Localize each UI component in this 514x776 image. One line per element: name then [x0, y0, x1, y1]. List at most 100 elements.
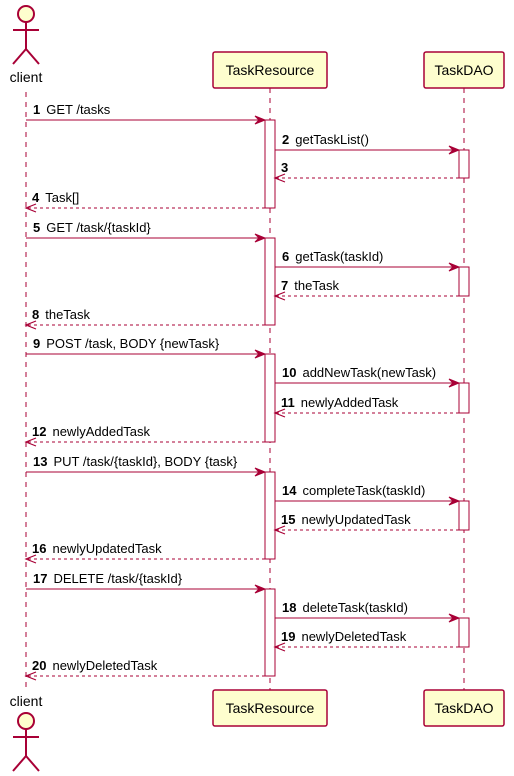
message-label: 13 PUT /task/{taskId}, BODY {task} [33, 454, 238, 469]
message-arrowhead [254, 349, 267, 359]
message-text: completeTask(taskId) [302, 483, 425, 498]
participant-dao-bottom: TaskDAO [423, 689, 505, 727]
message-arrowhead [448, 145, 461, 155]
message-number: 6 [282, 249, 289, 264]
message-arrowhead [448, 613, 461, 623]
message-arrowhead [24, 554, 37, 564]
message-arrowhead [448, 378, 461, 388]
message-text: theTask [45, 307, 90, 322]
activation-dao-5 [458, 617, 470, 648]
participant-box [212, 51, 328, 89]
message-arrowhead [273, 642, 286, 652]
message-8: 8 theTask [24, 307, 265, 330]
actor-leg-left [12, 755, 27, 772]
message-number: 2 [282, 132, 289, 147]
message-number: 11 [281, 395, 295, 410]
participant-resource-top: TaskResource [212, 51, 328, 89]
activation-resource-3 [264, 353, 276, 443]
activation-dao-3 [458, 382, 470, 414]
message-arrowhead [273, 525, 286, 535]
message-label: 3 [281, 160, 288, 175]
message-number: 5 [33, 220, 40, 235]
message-number: 10 [282, 365, 296, 380]
participant-resource-label-bottom: TaskResource [226, 700, 315, 716]
message-number: 3 [281, 160, 288, 175]
message-number: 16 [32, 541, 46, 556]
message-text: newlyUpdatedTask [52, 541, 162, 556]
message-number: 9 [33, 336, 40, 351]
message-number: 7 [281, 278, 288, 293]
message-text: POST /task, BODY {newTask} [46, 336, 220, 351]
participant-dao-top: TaskDAO [423, 51, 505, 89]
message-20: 20 newlyDeletedTask [24, 658, 265, 681]
message-text: newlyUpdatedTask [301, 512, 411, 527]
message-text: PUT /task/{taskId}, BODY {task} [53, 454, 237, 469]
message-arrowhead [254, 233, 267, 243]
message-label: 20 newlyDeletedTask [32, 658, 158, 673]
participant-dao-label-bottom: TaskDAO [434, 700, 493, 716]
message-number: 13 [33, 454, 47, 469]
activation-resource-1 [264, 119, 276, 209]
message-arrowhead [273, 408, 286, 418]
message-number: 19 [281, 629, 295, 644]
message-number: 4 [32, 190, 40, 205]
message-arrowhead [448, 262, 461, 272]
message-text: newlyDeletedTask [52, 658, 157, 673]
message-text: DELETE /task/{taskId} [53, 571, 182, 586]
message-number: 8 [32, 307, 39, 322]
message-text: newlyAddedTask [301, 395, 399, 410]
actor-leg-right [25, 48, 40, 65]
message-11: 11 newlyAddedTask [273, 395, 459, 418]
message-label: 11 newlyAddedTask [281, 395, 399, 410]
participant-dao-label: TaskDAO [434, 62, 493, 78]
actor-leg-right [25, 755, 40, 772]
participant-box [423, 51, 505, 89]
message-label: 9 POST /task, BODY {newTask} [33, 336, 220, 351]
message-label: 15 newlyUpdatedTask [281, 512, 411, 527]
activation-resource-5 [264, 588, 276, 677]
message-arrowhead [254, 115, 267, 125]
message-arrowhead [24, 671, 37, 681]
actor-head [17, 5, 35, 23]
message-text: newlyAddedTask [52, 424, 150, 439]
actor-head [17, 712, 35, 730]
participant-resource-label: TaskResource [226, 62, 315, 78]
message-number: 17 [33, 571, 47, 586]
message-arrowhead [254, 467, 267, 477]
message-arrowhead [24, 437, 37, 447]
actor-client-label: client [10, 69, 43, 85]
message-16: 16 newlyUpdatedTask [24, 541, 265, 564]
message-9: 9 POST /task, BODY {newTask} [26, 336, 267, 359]
activation-resource-2 [264, 237, 276, 326]
message-label: 16 newlyUpdatedTask [32, 541, 162, 556]
message-number: 15 [281, 512, 295, 527]
participant-box [212, 689, 328, 727]
message-text: GET /tasks [46, 102, 111, 117]
message-number: 20 [32, 658, 46, 673]
activation-dao-4 [458, 500, 470, 531]
message-arrowhead [24, 203, 37, 213]
message-3: 3 [273, 160, 459, 183]
message-arrowhead [254, 584, 267, 594]
activation-dao-2 [458, 266, 470, 297]
